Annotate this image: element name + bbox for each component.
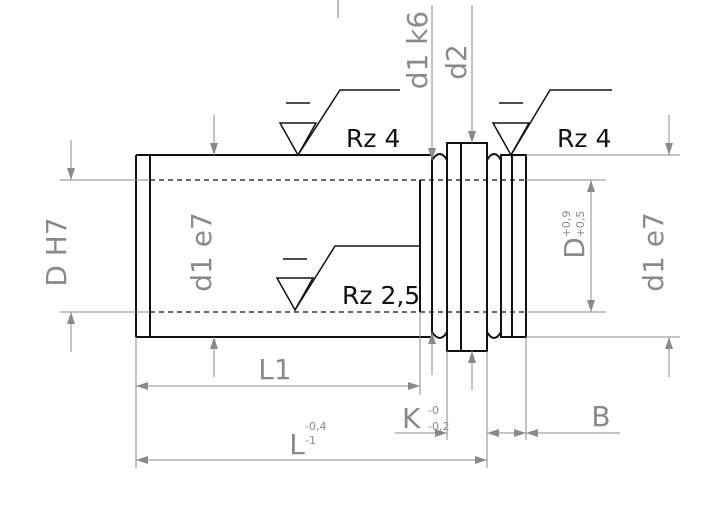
dim-label-d1k6: d1 k6 bbox=[401, 11, 434, 90]
roughness-symbol-top-right bbox=[491, 89, 612, 157]
roughness-label-top-right: Rz 4 bbox=[557, 124, 611, 153]
roughness-symbol-bore bbox=[275, 245, 420, 312]
groove-bottom-right bbox=[486, 331, 502, 339]
dim-label-dh7: D H7 bbox=[40, 217, 73, 286]
dim-label-d-right-tol-upper: +0,9 bbox=[560, 211, 573, 238]
dim-label-l1: L1 bbox=[258, 353, 291, 386]
dim-label-l-tol-lower: -1 bbox=[305, 434, 316, 447]
dim-label-d2: d2 bbox=[440, 44, 473, 80]
dim-label-k: K bbox=[402, 402, 421, 435]
dim-label-d-right-tol-lower: +0,5 bbox=[574, 211, 587, 238]
groove-top-right bbox=[486, 153, 502, 161]
roughness-symbol-top-left bbox=[278, 89, 400, 157]
roughness-symbols bbox=[275, 89, 612, 312]
main-body-outline bbox=[135, 154, 432, 338]
extension-lines bbox=[60, 5, 680, 468]
dim-label-k-tol-lower: -0,2 bbox=[428, 420, 449, 433]
groove-bottom-left bbox=[431, 331, 448, 339]
collar bbox=[446, 142, 488, 352]
roughness-label-top-left: Rz 4 bbox=[346, 124, 400, 153]
groove-top-left bbox=[431, 153, 448, 161]
dim-label-l: L bbox=[289, 428, 305, 461]
dim-label-d1e7-right: d1 e7 bbox=[637, 212, 670, 292]
dim-label-l-tol-upper: -0,4 bbox=[305, 420, 326, 433]
dim-label-k-tol-upper: -0 bbox=[428, 404, 439, 417]
dim-label-d-right: D bbox=[558, 237, 591, 259]
roughness-label-bore: Rz 2,5 bbox=[342, 281, 420, 310]
dim-label-d1e7-left: d1 e7 bbox=[185, 212, 218, 292]
dim-label-b: B bbox=[591, 400, 610, 433]
right-cylinder bbox=[500, 154, 527, 338]
dimension-lines bbox=[67, 105, 673, 464]
